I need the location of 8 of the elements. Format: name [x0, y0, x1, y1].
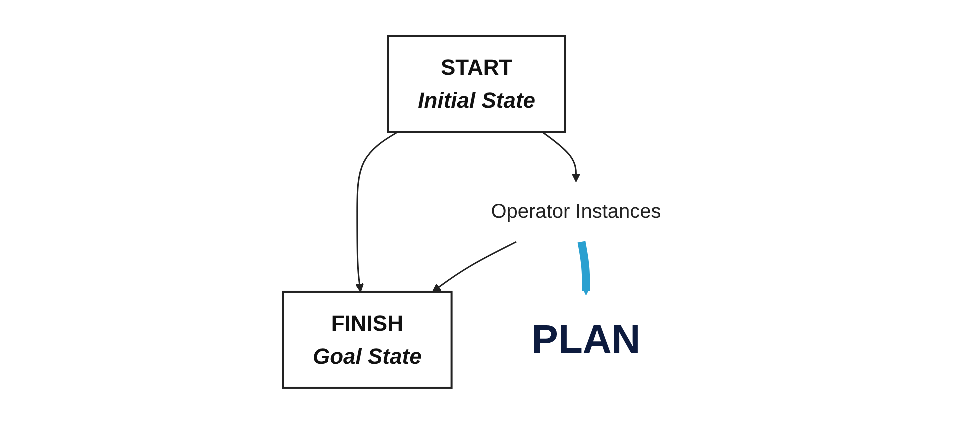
arrow	[542, 131, 581, 182]
node-box: FINISH Goal State	[282, 291, 454, 389]
node-box: START Initial State	[388, 35, 567, 133]
arrow	[356, 131, 400, 292]
node-text: Operator Instances	[492, 200, 662, 223]
node-text: PLAN	[532, 318, 642, 362]
arrow	[578, 241, 591, 296]
arrow	[432, 241, 518, 292]
